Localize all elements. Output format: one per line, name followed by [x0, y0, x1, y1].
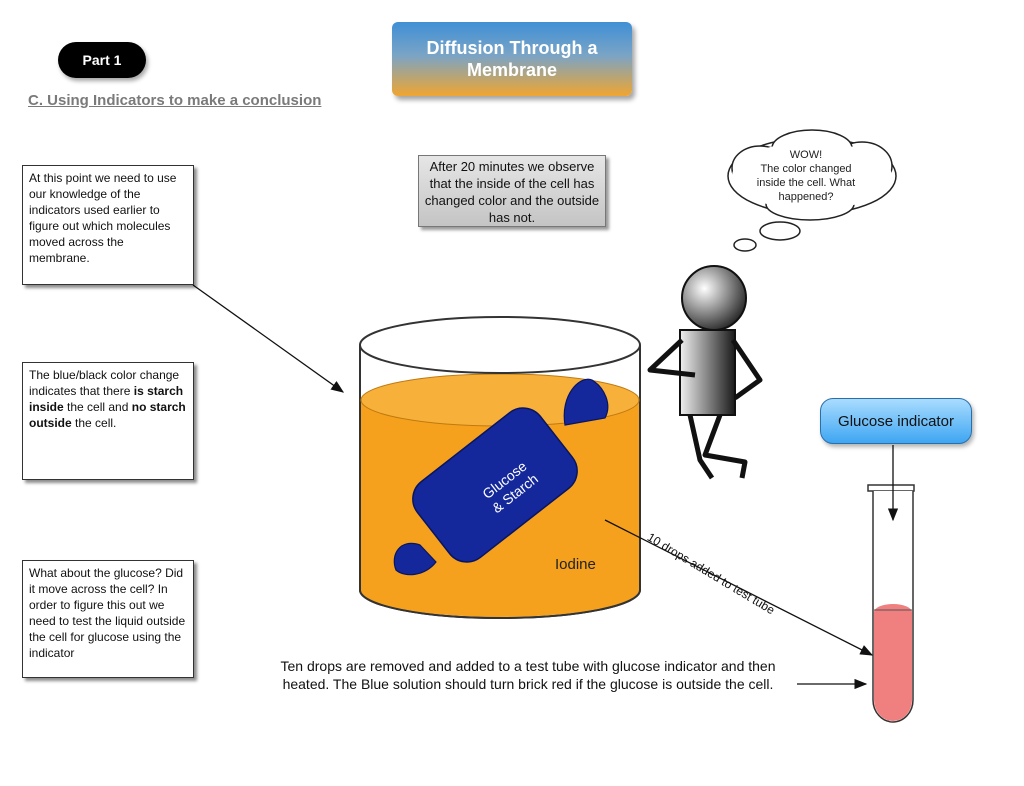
note-starch-text-end: the cell.	[71, 416, 117, 430]
part-badge: Part 1	[58, 42, 146, 78]
note-knowledge: At this point we need to use our knowled…	[22, 165, 194, 285]
tube-liquid	[874, 604, 912, 721]
test-tube	[867, 484, 915, 723]
stick-figure	[647, 265, 763, 480]
thought-line-1: WOW!	[789, 149, 823, 161]
note-starch-text-mid: the cell and	[63, 400, 132, 414]
page-title: Diffusion Through a Membrane	[392, 22, 632, 96]
cell-membrane-bag	[393, 378, 609, 576]
note-starch: The blue/black color change indicates th…	[22, 362, 194, 480]
thought-cloud	[727, 129, 897, 252]
arrow-note-to-beaker	[192, 284, 345, 393]
iodine-label: Iodine	[555, 556, 596, 573]
observation-box: After 20 minutes we observe that the ins…	[418, 155, 606, 227]
note-starch-bold-inside: is starch inside	[29, 384, 184, 414]
figure-head	[681, 265, 747, 331]
note-starch-bold-outside: no starch outside	[29, 400, 186, 430]
arrow-beaker-to-tube	[604, 519, 874, 656]
thought-text: WOW! The color changed inside the cell. …	[748, 148, 864, 204]
procedure-text: Ten drops are removed and added to a tes…	[280, 658, 776, 692]
connector-arrows	[192, 284, 899, 690]
thought-line-2: The color changed inside the cell. What …	[756, 163, 856, 203]
note-starch-text: The blue/black color change indicates th…	[29, 368, 180, 398]
glucose-indicator-label: Glucose indicator	[820, 398, 972, 444]
section-heading: C. Using Indicators to make a conclusion	[28, 92, 322, 109]
note-glucose: What about the glucose? Did it move acro…	[22, 560, 194, 678]
